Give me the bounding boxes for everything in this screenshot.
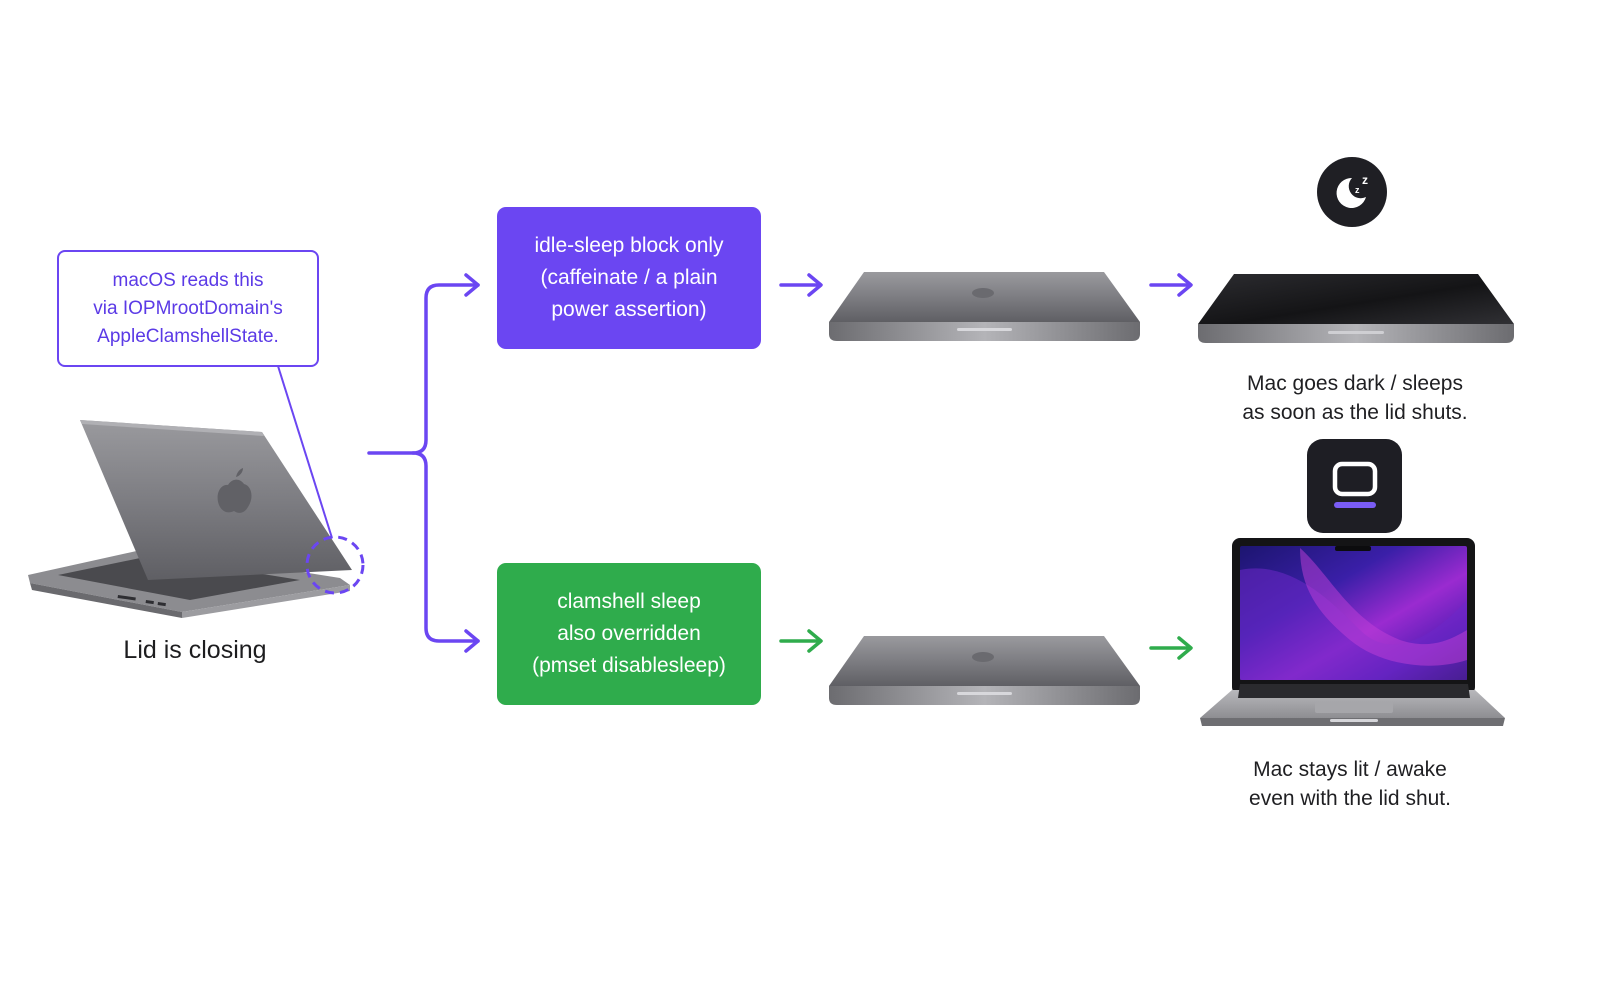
svg-text:z: z	[1362, 173, 1368, 187]
awake-outcome-caption: Mac stays lit / awake even with the lid …	[1210, 755, 1490, 813]
closed-laptop-bottom-illustration	[829, 636, 1140, 705]
callout-iopm-note: macOS reads this via IOPMrootDomain's Ap…	[57, 250, 319, 367]
awake-laptop-illustration	[1200, 538, 1505, 726]
moon-zzz-icon: z z z	[1317, 157, 1387, 227]
callout-line-3: AppleClamshellState.	[97, 325, 279, 347]
arrow-idle-to-closed	[779, 273, 823, 297]
awake-caption-line-1: Mac stays lit / awake	[1253, 758, 1447, 781]
closing-laptop-illustration	[28, 420, 352, 618]
idle-box-line-3: power assertion)	[551, 298, 707, 321]
callout-line-2: via IOPMrootDomain's	[93, 297, 283, 319]
sleep-outcome-caption: Mac goes dark / sleeps as soon as the li…	[1215, 369, 1495, 427]
clamshell-box-line-3: (pmset disablesleep)	[532, 654, 726, 677]
closed-laptop-top-illustration	[829, 272, 1140, 341]
sleeping-laptop-illustration	[1198, 274, 1514, 343]
callout-leader-line	[277, 365, 333, 539]
callout-line-1: macOS reads this	[112, 269, 264, 291]
sleep-caption-line-2: as soon as the lid shuts.	[1242, 401, 1468, 424]
svg-text:z: z	[1356, 183, 1361, 194]
svg-text:z: z	[1355, 185, 1360, 195]
clamshell-override-box: clamshell sleep also overridden (pmset d…	[497, 563, 761, 705]
laptop-app-icon	[1307, 439, 1402, 533]
sleep-caption-line-1: Mac goes dark / sleeps	[1247, 372, 1463, 395]
arrow-clamshell-to-closed	[779, 629, 823, 653]
idle-box-line-1: idle-sleep block only	[534, 234, 724, 257]
idle-sleep-block-box: idle-sleep block only (caffeinate / a pl…	[497, 207, 761, 349]
arrow-closed-to-awake	[1149, 636, 1193, 660]
branch-connector	[367, 273, 480, 653]
arrow-closed-to-sleep	[1149, 273, 1193, 297]
awake-caption-line-2: even with the lid shut.	[1249, 787, 1451, 810]
clamshell-box-line-1: clamshell sleep	[557, 590, 701, 613]
lid-closing-label: Lid is closing	[123, 636, 267, 664]
lid-sensor-highlight-circle	[305, 535, 365, 595]
clamshell-box-line-2: also overridden	[557, 622, 701, 645]
idle-box-line-2: (caffeinate / a plain	[540, 266, 718, 289]
